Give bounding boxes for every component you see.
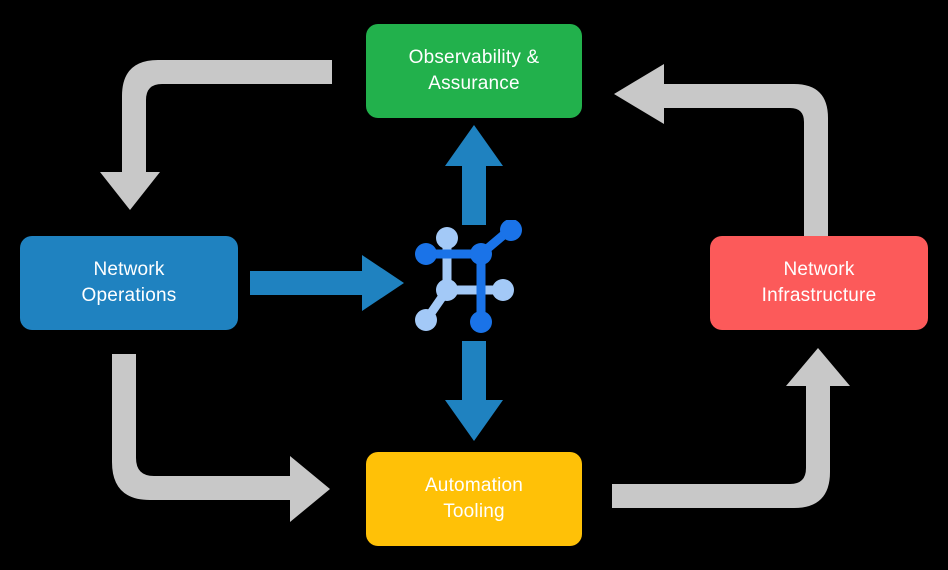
network-node-dark-left: [415, 243, 437, 265]
node-box-automation-tooling[interactable]: Automation Tooling: [366, 452, 582, 546]
arrow-observability-to-network-operations: [100, 60, 332, 210]
arrow-network-operations-to-center: [250, 255, 404, 311]
arrow-network-infrastructure-to-observability: [614, 64, 828, 236]
network-node-light-right: [492, 279, 514, 301]
arrow-center-to-observability: [445, 125, 503, 225]
arrow-automation-tooling-to-network-infrastructure: [612, 348, 850, 508]
arrow-center-to-automation-tooling: [445, 341, 503, 441]
network-node-light-top: [436, 227, 458, 249]
node-box-network-operations[interactable]: Network Operations: [20, 236, 238, 330]
node-box-observability[interactable]: Observability & Assurance: [366, 24, 582, 118]
network-node-dark-bottom: [470, 311, 492, 333]
node-box-network-infrastructure[interactable]: Network Infrastructure: [710, 236, 928, 330]
network-node-light-bottom-left: [415, 309, 437, 331]
network-node-dark-hub: [470, 243, 492, 265]
network-topology-icon: [415, 220, 522, 333]
network-node-dark-top-right: [500, 220, 522, 241]
arrow-network-operations-to-automation-tooling: [112, 354, 330, 522]
network-node-light-center: [436, 279, 458, 301]
